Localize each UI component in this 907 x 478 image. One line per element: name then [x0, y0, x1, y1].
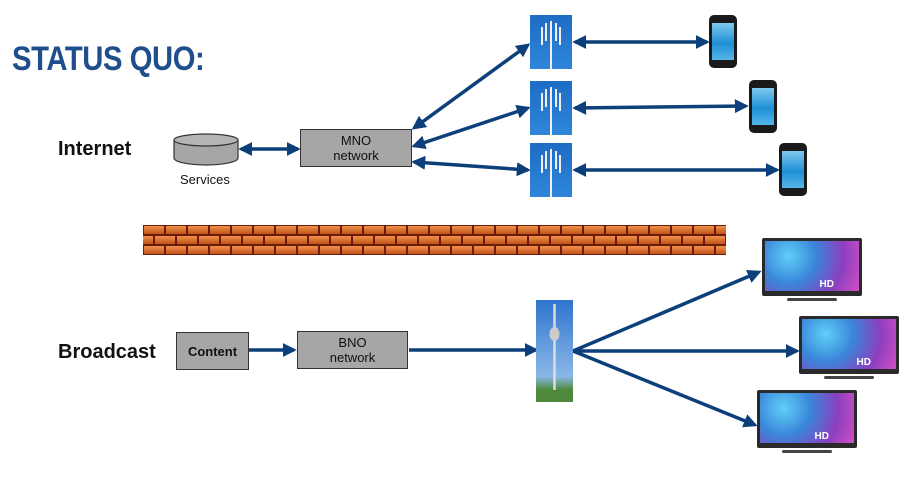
arrow-tower-tv1: [572, 269, 762, 353]
firewall-brick-wall-icon: [143, 225, 726, 255]
hd-tv-icon: HD: [799, 316, 899, 382]
hd-tv-icon: HD: [757, 390, 857, 456]
smartphone-icon: [779, 143, 807, 196]
hd-badge: HD: [819, 279, 834, 290]
cell-tower-icon: [530, 15, 572, 69]
content-box: Content: [176, 332, 249, 370]
hd-badge: HD: [856, 357, 871, 368]
bno-line1: BNO: [338, 335, 367, 350]
mno-line1: MNO: [340, 133, 372, 148]
broadcast-tower-icon: [536, 300, 573, 402]
smartphone-icon: [709, 15, 737, 68]
smartphone-icon: [749, 80, 777, 133]
services-label: Services: [180, 172, 230, 187]
arrow-mno-tower1: [411, 43, 531, 130]
cell-tower-icon: [530, 143, 572, 197]
arrow-mno-tower2: [411, 104, 531, 150]
cell-tower-icon: [530, 81, 572, 135]
arrow-tower2-phone2: [572, 99, 749, 115]
hd-badge: HD: [814, 431, 829, 442]
mno-line2: network: [333, 148, 379, 163]
arrow-tower-tv3: [572, 349, 758, 428]
broadcast-label: Broadcast: [58, 341, 156, 363]
hd-tv-icon: HD: [762, 238, 862, 304]
bno-line2: network: [329, 350, 376, 365]
arrow-mno-tower3: [411, 155, 531, 177]
page-title: STATUS QUO:: [12, 40, 205, 78]
internet-label: Internet: [58, 138, 132, 160]
database-icon: [173, 133, 239, 166]
